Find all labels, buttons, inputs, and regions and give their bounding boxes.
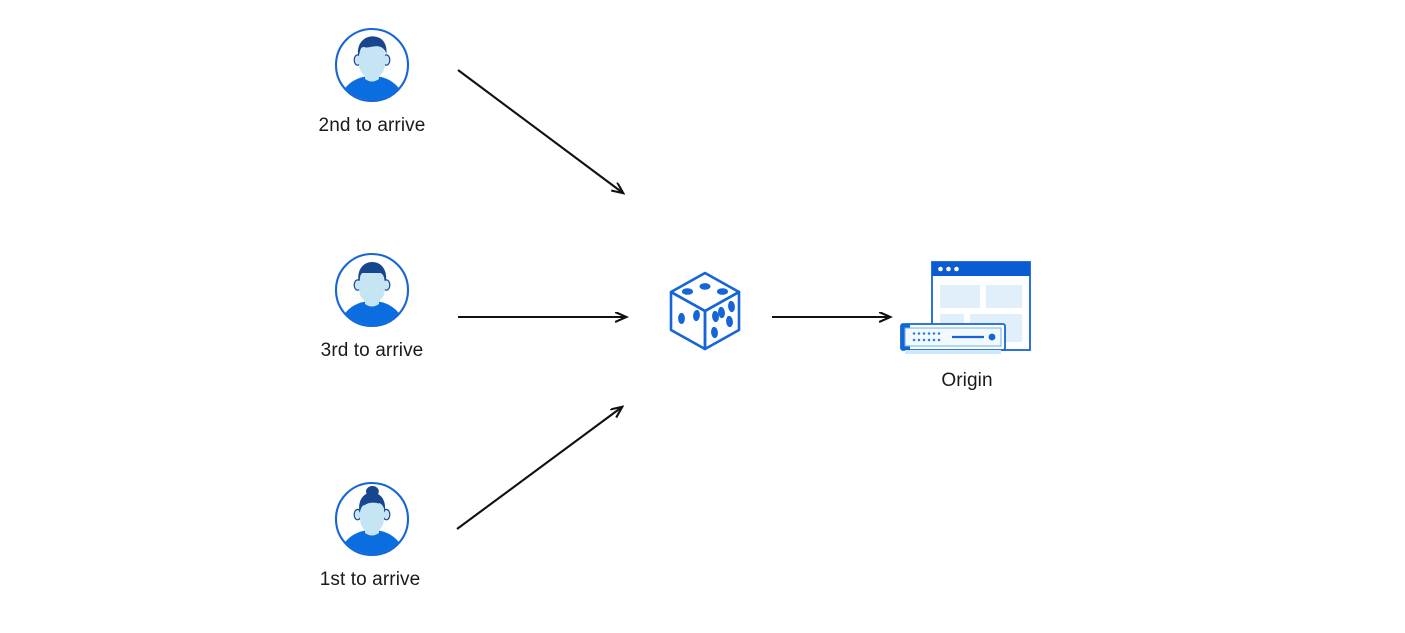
dice-top-pips bbox=[681, 283, 729, 295]
node-label-client-2nd: 2nd to arrive bbox=[318, 115, 426, 136]
node-client-2nd[interactable]: 2nd to arrive bbox=[319, 27, 425, 136]
dice-cube-icon bbox=[669, 271, 741, 351]
node-dice[interactable] bbox=[660, 266, 750, 356]
node-label-client-3rd: 3rd to arrive bbox=[320, 340, 424, 361]
node-client-1st[interactable]: 1st to arrive bbox=[320, 481, 420, 590]
origin-server-icon bbox=[900, 261, 1031, 354]
node-client-3rd[interactable]: 3rd to arrive bbox=[321, 252, 423, 361]
dice-left-pips bbox=[678, 309, 700, 325]
user-avatar-icon bbox=[334, 252, 410, 328]
server-device-icon bbox=[900, 323, 1006, 354]
user-avatar-icon bbox=[334, 481, 410, 557]
user-avatar-icon bbox=[334, 27, 410, 103]
dice-right-pips bbox=[711, 300, 735, 339]
arrow-1st-to-dice bbox=[456, 407, 622, 530]
node-origin[interactable]: Origin bbox=[896, 258, 1036, 391]
node-label-origin: Origin bbox=[941, 370, 993, 391]
node-label-client-1st: 1st to arrive bbox=[319, 569, 421, 590]
